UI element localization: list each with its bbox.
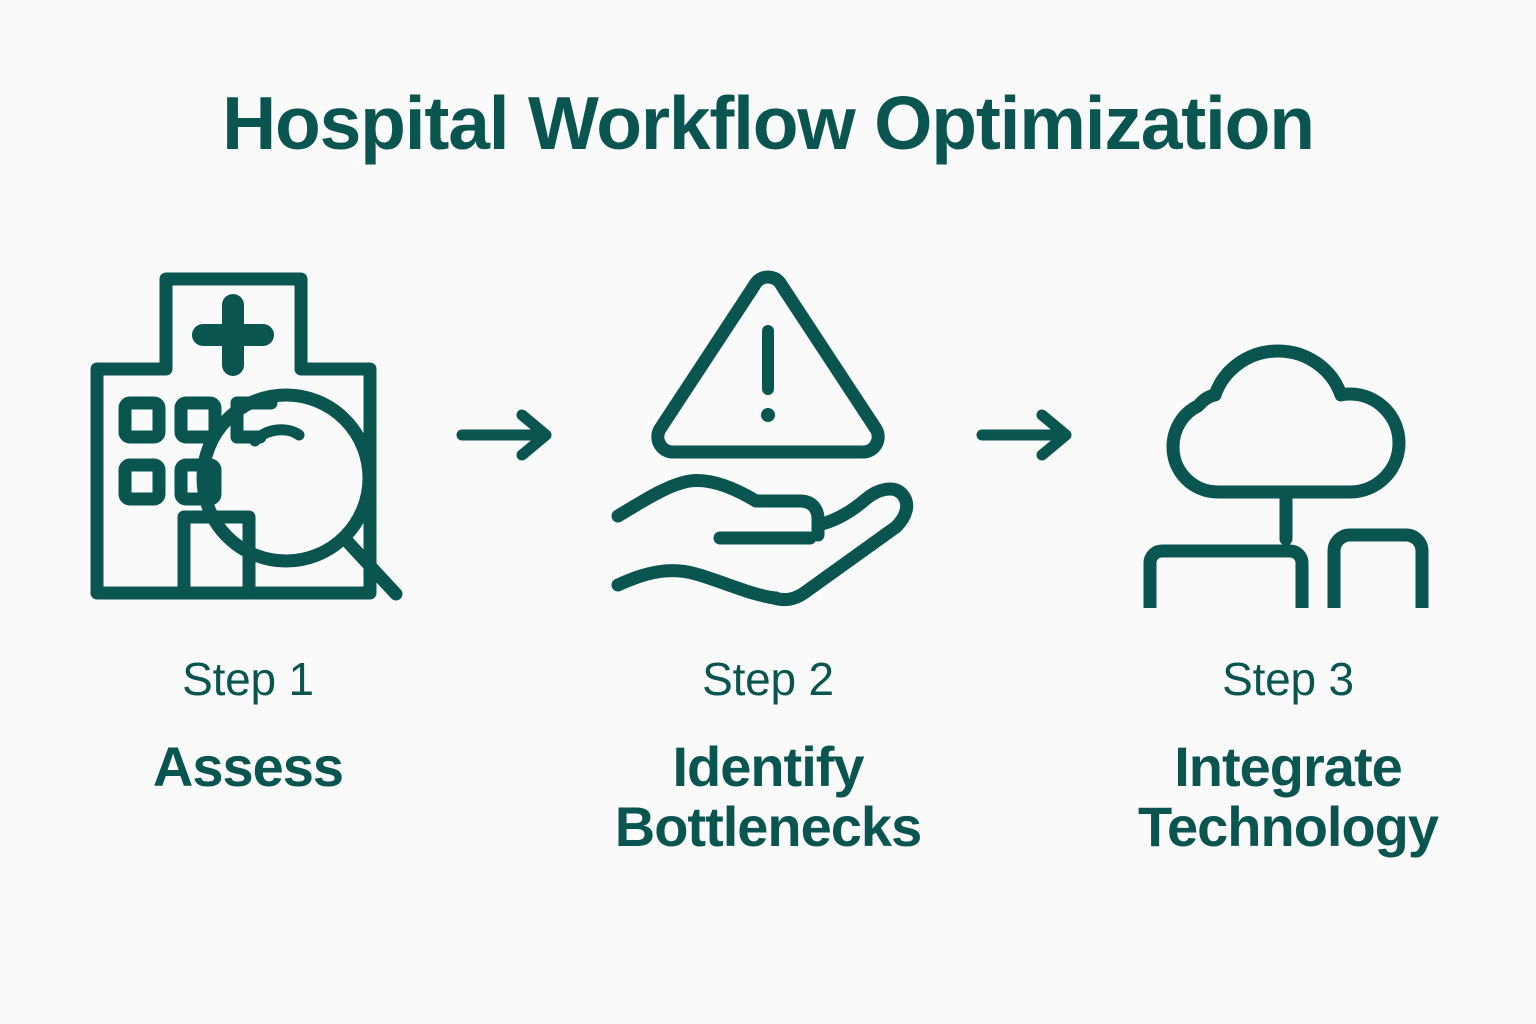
step-name-3: Integrate Technology: [1137, 735, 1439, 859]
page-title: Hospital Workflow Optimization: [222, 81, 1315, 165]
warning-triangle-hand-icon: [588, 255, 948, 615]
step-label-1: Step 1: [182, 653, 314, 705]
arrow-step2-to-step3: [968, 255, 1088, 615]
step-label-2: Step 2: [702, 653, 834, 705]
step-card-1: Step 1 Assess: [48, 255, 448, 797]
step-name-2: Identify Bottlenecks: [614, 735, 922, 859]
steps-row: Step 1 Assess: [0, 255, 1536, 857]
step-card-2: Step 2 Identify Bottlenecks: [568, 255, 968, 857]
step-label-3: Step 3: [1222, 653, 1354, 705]
step-card-3: Step 3 Integrate Technology: [1088, 255, 1488, 857]
arrow-step1-to-step2: [448, 255, 568, 615]
hospital-magnifier-icon: [68, 255, 428, 615]
cloud-devices-icon: [1108, 255, 1468, 615]
step-name-1: Assess: [152, 735, 344, 799]
